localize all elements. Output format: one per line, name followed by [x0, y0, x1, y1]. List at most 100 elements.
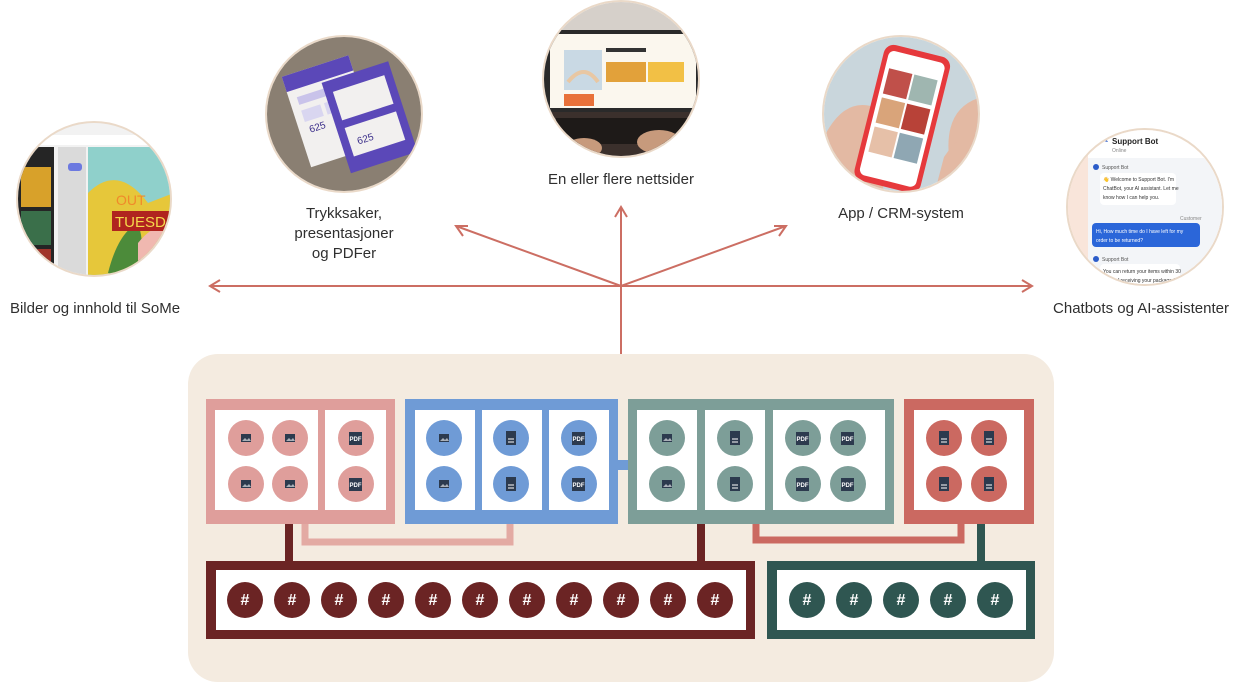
- image-glyph: [662, 480, 672, 488]
- web-photo: [542, 0, 700, 158]
- image-glyph: [285, 434, 295, 442]
- hash-icon: [274, 582, 310, 618]
- image-mountain: [663, 438, 672, 441]
- hash-icon: [836, 582, 872, 618]
- image-glyph: [439, 434, 449, 442]
- chat-msg1-l3: know how I can help you.: [1103, 195, 1159, 201]
- distribution-arrows: [208, 205, 1034, 354]
- pdf-glyph: [796, 432, 809, 445]
- app-photo: [822, 35, 980, 193]
- label-some: Bilder og innhold til SoMe: [9, 300, 181, 317]
- pdf-glyph: [841, 478, 854, 491]
- image-glyph: [241, 480, 251, 488]
- chat-title: Support Bot: [1112, 137, 1159, 146]
- hash-label: #: [241, 592, 250, 609]
- doc-glyph: [506, 477, 516, 491]
- label-print-line1: Trykksaker,: [305, 205, 383, 222]
- hash-icon: [697, 582, 733, 618]
- pdf-label: PDF: [797, 483, 809, 489]
- chat-status: Online: [1112, 148, 1127, 154]
- chat-msg1-l2: ChatBot, your AI assistant. Let me: [1103, 186, 1179, 192]
- pdf-label: PDF: [350, 483, 362, 489]
- hash-icon: [368, 582, 404, 618]
- hash-icon: [930, 582, 966, 618]
- image-mountain: [242, 438, 251, 441]
- hash-label: #: [335, 592, 344, 609]
- pdf-label: PDF: [350, 437, 362, 443]
- doc-glyph: [730, 477, 740, 491]
- chat-customer-label: Customer: [1180, 216, 1202, 222]
- chat-msg1-l1: 👋 Welcome to Support Bot. I'm: [1103, 176, 1174, 183]
- image-mountain: [286, 438, 295, 441]
- image-glyph: [662, 434, 672, 442]
- hash-label: #: [711, 592, 720, 609]
- hash-icon: [556, 582, 592, 618]
- hash-icon: [603, 582, 639, 618]
- pdf-glyph: [572, 432, 585, 445]
- pdf-label: PDF: [797, 437, 809, 443]
- print-text-625b: 625: [356, 132, 376, 148]
- pdf-glyph: [841, 432, 854, 445]
- image-mountain: [242, 484, 251, 487]
- doc-glyph: [730, 431, 740, 445]
- hash-icon: [509, 582, 545, 618]
- image-mountain: [286, 484, 295, 487]
- hash-label: #: [570, 592, 579, 609]
- chat-msg3-l2: days of receiving your package fr: [1103, 278, 1177, 284]
- hash-icon: [415, 582, 451, 618]
- pdf-label: PDF: [842, 483, 854, 489]
- label-print-line3: og PDFer: [311, 245, 377, 262]
- hash-label: #: [382, 592, 391, 609]
- pdf-glyph: [349, 432, 362, 445]
- label-print-line2: presentasjoner: [294, 225, 394, 242]
- hash-label: #: [523, 592, 532, 609]
- hash-icon: [650, 582, 686, 618]
- hash-icon: [227, 582, 263, 618]
- doc-glyph: [984, 477, 994, 491]
- print-text-625a: 625: [308, 120, 328, 136]
- chat-sender-2: Support Bot: [1102, 257, 1129, 263]
- chat-msg3-l1: You can return your items within 30: [1103, 269, 1181, 275]
- hash-label: #: [288, 592, 297, 609]
- photo-text-out: OUT: [116, 192, 146, 208]
- connectors: [285, 460, 985, 562]
- image-mountain: [663, 484, 672, 487]
- hash-label: #: [803, 592, 812, 609]
- pdf-glyph: [572, 478, 585, 491]
- label-print: Trykksaker, presentasjoner og PDFer: [264, 204, 424, 264]
- hash-label: #: [944, 592, 953, 609]
- pdf-label: PDF: [573, 483, 585, 489]
- hash-icon: [883, 582, 919, 618]
- label-chat: Chatbots og AI-assistenter: [1053, 300, 1229, 317]
- image-glyph: [241, 434, 251, 442]
- label-app: App / CRM-system: [838, 205, 964, 222]
- pdf-label: PDF: [573, 437, 585, 443]
- hash-icon: [321, 582, 357, 618]
- hash-label: #: [991, 592, 1000, 609]
- image-glyph: [285, 480, 295, 488]
- chat-msg2-l1: Hi, How much time do I have left for my: [1096, 229, 1184, 235]
- hash-icon: [977, 582, 1013, 618]
- pdf-glyph: [796, 478, 809, 491]
- photo-text-tuesday: TUESDAY: [115, 214, 172, 231]
- hash-icon: [789, 582, 825, 618]
- pdf-glyph: [349, 478, 362, 491]
- hash-label: #: [476, 592, 485, 609]
- doc-glyph: [506, 431, 516, 445]
- image-glyph: [439, 480, 449, 488]
- chat-msg2-l2: order to be returned?: [1096, 238, 1143, 244]
- hash-label: #: [617, 592, 626, 609]
- hash-label: #: [897, 592, 906, 609]
- hash-icon: [462, 582, 498, 618]
- doc-glyph: [939, 431, 949, 445]
- chat-photo: Support Bot Online Support Bot 👋 Welcome…: [1066, 128, 1224, 286]
- pdf-label: PDF: [842, 437, 854, 443]
- label-web: En eller flere nettsider: [548, 171, 694, 188]
- chat-sender-1: Support Bot: [1102, 165, 1129, 171]
- image-mountain: [440, 438, 449, 441]
- doc-glyph: [939, 477, 949, 491]
- hash-label: #: [429, 592, 438, 609]
- hash-label: #: [850, 592, 859, 609]
- print-photo: 625 625: [265, 35, 423, 193]
